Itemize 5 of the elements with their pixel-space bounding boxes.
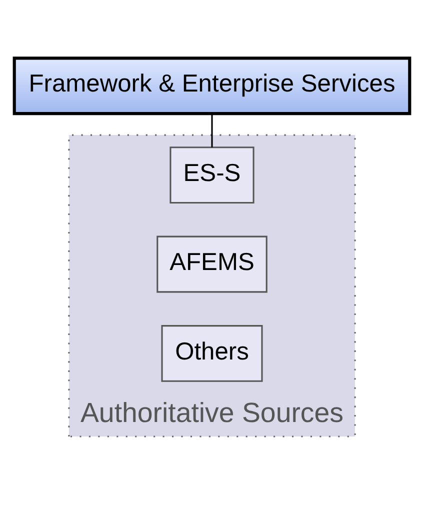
node-box: AFEMS: [156, 235, 268, 292]
connector: [211, 113, 213, 147]
node-box: Others: [161, 324, 263, 382]
node-box: ES-S: [170, 146, 254, 204]
node-box: Framework & Enterprise Services: [12, 56, 412, 115]
